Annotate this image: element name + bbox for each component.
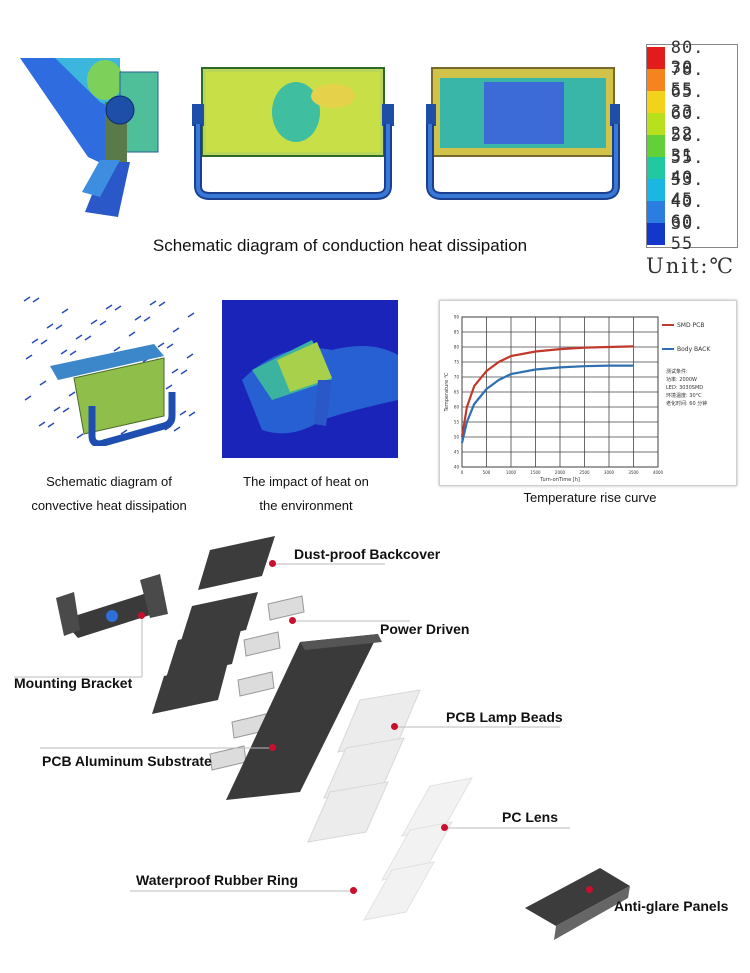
convective-caption: Schematic diagram of convective heat dis…	[14, 470, 204, 518]
legend-row: 53. 45	[647, 170, 737, 210]
substrate-drawing	[226, 634, 378, 800]
test-note: 环境温度: 30°C	[666, 392, 702, 399]
legend-swatch	[647, 223, 665, 245]
x-tick-label: 500	[483, 470, 491, 475]
y-tick-label: 65	[454, 390, 460, 395]
dot-backcover	[269, 560, 276, 567]
dot-lens	[441, 824, 448, 831]
legend-label: SMD PCB	[677, 322, 704, 329]
legend-value: 65. 33	[670, 82, 705, 122]
y-tick-label: 60	[454, 405, 460, 410]
dot-rubber	[350, 887, 357, 894]
y-tick-label: 50	[454, 435, 460, 440]
back-thermal-view	[426, 67, 620, 200]
side-thermal-view	[20, 58, 159, 217]
legend-swatch	[647, 201, 665, 223]
x-tick-label: 2000	[555, 470, 566, 475]
test-note: 老化时间: 60 分钟	[666, 400, 707, 407]
legend-value: 78. 55	[670, 60, 705, 100]
legend-value: 60. 22	[670, 104, 705, 144]
x-tick-label: 3000	[604, 470, 615, 475]
antiglare-drawing	[525, 868, 630, 926]
test-note: LED: 3030SMD	[666, 385, 703, 391]
legend-value: 55. 40	[670, 148, 705, 188]
legend-value: 80. 30	[670, 38, 705, 78]
front-thermal-view	[192, 67, 394, 200]
legend-swatch	[647, 47, 665, 69]
temperature-rise-svg: 0 500 1000 1500 2000 2500 3000 3500 4000 40 45 50 55…	[444, 315, 711, 484]
legend-swatch	[647, 91, 665, 113]
legend-value: 58. 31	[670, 126, 705, 166]
dot-power	[289, 617, 296, 624]
y-tick-label: 45	[454, 450, 460, 455]
x-tick-label: 4000	[653, 470, 664, 475]
x-tick-label: 1000	[506, 470, 517, 475]
curve-caption: Temperature rise curve	[523, 490, 657, 505]
environment-caption-line2: the environment	[259, 498, 353, 513]
convective-caption-line2: convective heat dissipation	[31, 498, 187, 513]
legend-swatch	[647, 135, 665, 157]
temperature-rise-chart: 0 500 1000 1500 2000 2500 3000 3500 4000 40 45 50 55…	[439, 300, 737, 486]
label-power-driven: Power Driven	[380, 621, 470, 637]
legend-label: Body BACK	[677, 346, 711, 353]
y-axis-label: Temperature ℃	[444, 372, 450, 412]
dot-bracket	[138, 612, 145, 619]
unit-label: Unit:℃	[646, 254, 735, 278]
legend-row: 30. 55	[647, 214, 737, 254]
legend-row: 80. 30	[647, 38, 737, 78]
legend-row: 58. 31	[647, 126, 737, 166]
dot-antiglare	[586, 886, 593, 893]
legend-swatch	[647, 179, 665, 201]
y-tick-label: 90	[454, 315, 460, 320]
y-tick-label: 75	[454, 360, 460, 365]
series-line-smd-pcb	[460, 345, 634, 438]
test-note: 功率: 2000W	[666, 376, 697, 383]
y-tick-label: 85	[454, 330, 460, 335]
y-tick-label: 55	[454, 420, 460, 425]
mounting-bracket-drawing	[56, 574, 168, 638]
legend-swatch	[647, 69, 665, 91]
label-pcb-lamp-beads: PCB Lamp Beads	[446, 709, 563, 725]
convective-caption-line1: Schematic diagram of	[46, 474, 172, 489]
legend-value: 30. 55	[670, 214, 705, 254]
backcover-plates	[152, 536, 275, 714]
x-tick-label: 2500	[579, 470, 590, 475]
legend-value: 40. 60	[670, 192, 705, 232]
exploded-view	[14, 536, 630, 940]
dot-substrate	[269, 744, 276, 751]
label-pcb-aluminum-substrate: PCB Aluminum Substrate	[42, 753, 212, 769]
series-line-body-back	[460, 364, 634, 444]
label-mounting-bracket: Mounting Bracket	[14, 675, 133, 691]
test-note: 测试条件:	[666, 368, 688, 375]
legend-row: 78. 55	[647, 60, 737, 100]
label-dust-proof-backcover: Dust-proof Backcover	[294, 546, 441, 562]
legend-row: 60. 22	[647, 104, 737, 144]
legend-row: 55. 40	[647, 148, 737, 188]
x-tick-label: 1500	[530, 470, 541, 475]
x-axis-label: Turn-onTime [h]	[539, 477, 580, 483]
convective-illustration	[23, 296, 196, 446]
legend-swatch	[647, 157, 665, 179]
conduction-caption: Schematic diagram of conduction heat dis…	[152, 236, 528, 255]
label-anti-glare-panels: Anti-glare Panels	[614, 898, 729, 914]
y-tick-label: 70	[454, 375, 460, 380]
legend-row: 65. 33	[647, 82, 737, 122]
legend-value: 53. 45	[670, 170, 705, 210]
label-waterproof-rubber-ring: Waterproof Rubber Ring	[136, 872, 299, 888]
power-drivers	[209, 595, 305, 771]
pcb-beads-drawing	[307, 689, 421, 843]
legend-swatch	[647, 113, 665, 135]
x-tick-label: 0	[461, 470, 464, 475]
y-tick-label: 40	[454, 465, 460, 470]
legend-row: 40. 60	[647, 192, 737, 232]
environment-caption: The impact of heat on the environment	[218, 470, 394, 518]
dot-beads	[391, 723, 398, 730]
x-tick-label: 3500	[628, 470, 639, 475]
y-tick-label: 80	[454, 345, 460, 350]
environment-caption-line1: The impact of heat on	[243, 474, 369, 489]
label-pc-lens: PC Lens	[502, 809, 559, 825]
environment-illustration	[222, 300, 398, 458]
